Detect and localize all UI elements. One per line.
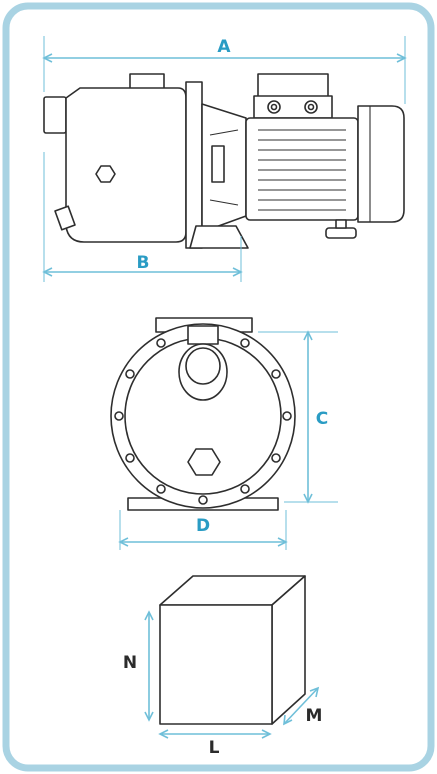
- dimension-label-n: N: [123, 653, 137, 673]
- dimension-label-l: L: [209, 738, 220, 758]
- dimension-b: [42, 152, 243, 282]
- dimension-l: [158, 729, 272, 739]
- dimension-a: [42, 36, 407, 104]
- dimension-label-c: C: [316, 409, 328, 429]
- dimension-label-d: D: [196, 516, 210, 536]
- dimension-label-a: A: [217, 37, 231, 57]
- pump-front-view: [110, 317, 296, 511]
- dimension-n: [144, 610, 154, 722]
- dimension-c: [258, 330, 338, 504]
- dimension-d: [118, 510, 288, 550]
- pump-side-view: [43, 73, 405, 249]
- dimension-m: [283, 686, 320, 726]
- package-box: [159, 575, 306, 725]
- dimension-label-m: M: [306, 706, 323, 726]
- dimension-label-b: B: [137, 253, 150, 273]
